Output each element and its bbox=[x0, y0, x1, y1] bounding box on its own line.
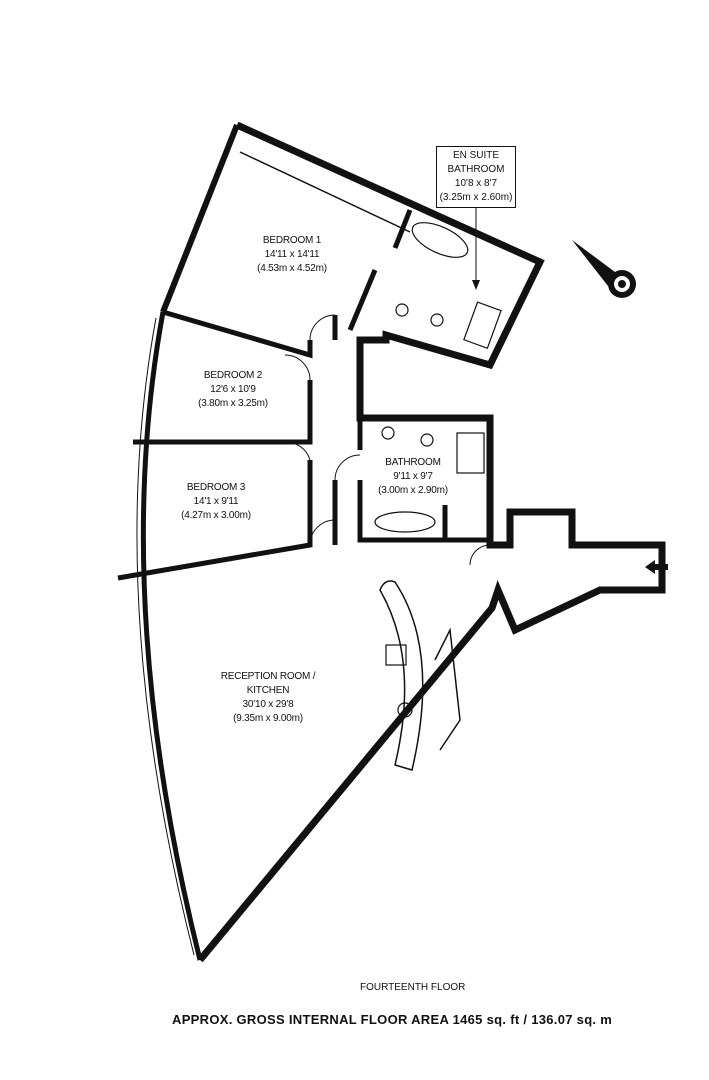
callout-arrow bbox=[472, 280, 480, 290]
room-name: RECEPTION ROOM / bbox=[220, 671, 316, 682]
room-label-reception: RECEPTION ROOM / KITCHEN 30'10 x 29'8 (9… bbox=[221, 670, 316, 726]
room-dimensions-imperial: 9'11 x 9'7 bbox=[393, 471, 433, 482]
gross-area-label: APPROX. GROSS INTERNAL FLOOR AREA 1465 s… bbox=[172, 1012, 613, 1027]
wall-bed1-bed2 bbox=[162, 309, 313, 359]
compass-icon bbox=[572, 240, 636, 298]
room-dimensions-metric: (3.25m x 2.60m) bbox=[439, 192, 513, 203]
room-dimensions-imperial: 30'10 x 29'8 bbox=[242, 699, 294, 710]
floor-label: FOURTEENTH FLOOR bbox=[360, 982, 466, 993]
wall-bed2-bed3 bbox=[133, 380, 313, 445]
room-dimensions-metric: (3.80m x 3.25m) bbox=[198, 398, 268, 409]
sink bbox=[397, 702, 413, 718]
room-label-bedroom2: BEDROOM 2 12'6 x 10'9 (3.80m x 3.25m) bbox=[198, 369, 268, 411]
kitchen-unit bbox=[434, 627, 461, 751]
ensuite-wall bbox=[347, 209, 413, 331]
room-dimensions-imperial: 12'6 x 10'9 bbox=[210, 384, 256, 395]
curved-window-wall bbox=[140, 311, 203, 961]
shower-bathroom bbox=[456, 432, 485, 474]
room-label-bathroom: BATHROOM 9'11 x 9'7 (3.00m x 2.90m) bbox=[378, 456, 448, 498]
room-label-bedroom3: BEDROOM 3 14'1 x 9'11 (4.27m x 3.00m) bbox=[181, 481, 251, 523]
entrance-arrow-icon bbox=[645, 560, 668, 574]
curved-window-inner bbox=[136, 317, 195, 956]
basin bbox=[381, 426, 395, 440]
room-dimensions-imperial: 10'8 x 8'7 bbox=[454, 178, 498, 189]
shower-ensuite bbox=[463, 301, 502, 350]
kitchen-counter bbox=[379, 580, 424, 771]
room-name-line2: KITCHEN bbox=[246, 685, 290, 696]
bathroom-wall bbox=[357, 418, 490, 543]
room-name: BATHROOM bbox=[385, 457, 441, 468]
room-label-bedroom1: BEDROOM 1 14'11 x 14'11 (4.53m x 4.52m) bbox=[257, 234, 327, 276]
bedroom1-window-wall bbox=[239, 151, 411, 233]
exterior-wall-left bbox=[160, 123, 240, 314]
bathtub-bathroom bbox=[374, 511, 436, 533]
toilet-ensuite bbox=[430, 313, 444, 327]
room-name: BEDROOM 3 bbox=[186, 482, 246, 493]
room-dimensions-metric: (4.27m x 3.00m) bbox=[181, 510, 251, 521]
room-name: BEDROOM 1 bbox=[262, 235, 322, 246]
room-name-line2: BATHROOM bbox=[447, 164, 505, 175]
room-name: BEDROOM 2 bbox=[203, 370, 263, 381]
door-swing bbox=[284, 314, 491, 566]
exterior-wall bbox=[197, 121, 666, 963]
basin-ensuite bbox=[395, 303, 409, 317]
room-label-ensuite: EN SUITE BATHROOM 10'8 x 8'7 (3.25m x 2.… bbox=[436, 146, 516, 208]
bathtub-ensuite bbox=[411, 222, 469, 258]
room-dimensions-metric: (4.53m x 4.52m) bbox=[257, 263, 327, 274]
toilet bbox=[420, 433, 434, 447]
room-dimensions-imperial: 14'11 x 14'11 bbox=[264, 249, 320, 260]
room-dimensions-metric: (3.00m x 2.90m) bbox=[378, 485, 448, 496]
room-dimensions-imperial: 14'1 x 9'11 bbox=[193, 496, 239, 507]
hob bbox=[385, 644, 407, 666]
room-name: EN SUITE bbox=[452, 150, 500, 161]
room-dimensions-metric: (9.35m x 9.00m) bbox=[233, 713, 303, 724]
